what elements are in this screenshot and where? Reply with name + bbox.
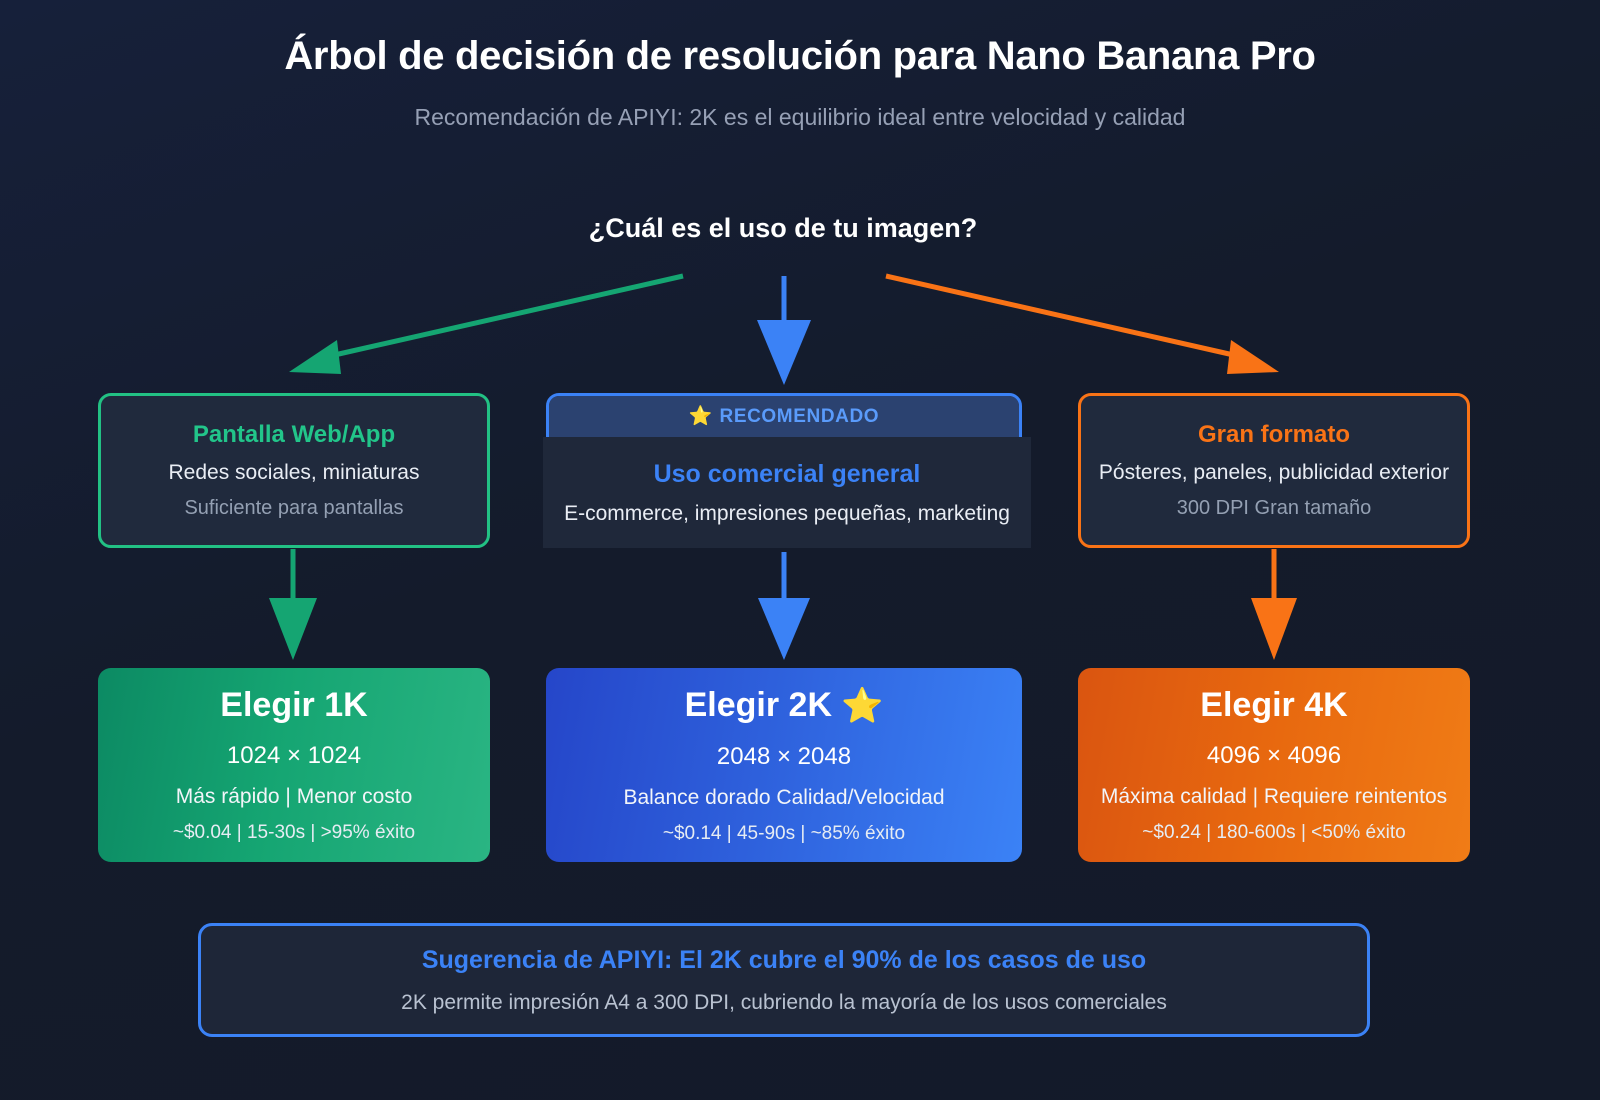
suggestion-title: Sugerencia de APIYI: El 2K cubre el 90% … [421,945,1147,974]
result-title-4k-text: Elegir 4K [1200,686,1348,724]
branch-card-web-app[interactable]: Pantalla Web/App Redes sociales, miniatu… [98,393,490,548]
page-title: Árbol de decisión de resolución para Nan… [284,34,1316,78]
result-title-4k: Elegir 4K [1200,686,1347,725]
connector-web-app-to-1k [269,549,317,660]
result-feature-4k: Máxima calidad | Requiere reintentos [1100,785,1448,808]
result-stats-2k: ~$0.14 | 45-90s | ~85% éxito [662,822,906,844]
connector-large-format-to-4k [1251,549,1297,660]
connector-commercial-to-2k [758,552,810,660]
connector-root-to-commercial [757,276,811,385]
branch-card-commercial-content: Uso comercial general E-commerce, impres… [543,437,1031,548]
result-title-2k: Elegir 2K ⭐ [685,686,884,726]
connector-root-to-large-format [885,273,1279,374]
result-feature-1k: Más rápido | Menor costo [175,785,413,808]
branch-note-large-format: 300 DPI Gran tamaño [1176,497,1372,519]
star-icon: ⭐ [841,686,884,725]
suggestion-box: Sugerencia de APIYI: El 2K cubre el 90% … [198,923,1370,1037]
branch-description-commercial: E-commerce, impresiones pequeñas, market… [564,501,1010,525]
root-node-label: ¿Cuál es el uso de tu imagen? [588,212,978,243]
branch-card-web-app-content: Pantalla Web/App Redes sociales, miniatu… [101,396,487,545]
result-stats-4k: ~$0.24 | 180-600s | <50% éxito [1142,822,1406,843]
result-box-2k[interactable]: Elegir 2K ⭐ 2048 × 2048 Balance dorado C… [546,668,1022,862]
suggestion-subtitle: 2K permite impresión A4 a 300 DPI, cubri… [401,990,1167,1014]
recommended-badge-label: RECOMENDADO [719,405,880,427]
connector-root-to-web-app [289,273,684,374]
branch-title-large-format: Gran formato [1197,421,1350,448]
result-feature-2k: Balance dorado Calidad/Velocidad [623,785,945,809]
branch-title-web-app: Pantalla Web/App [192,421,396,448]
page-subtitle: Recomendación de APIYI: 2K es el equilib… [414,104,1186,130]
result-dimensions-4k: 4096 × 4096 [1206,742,1342,769]
branch-note-web-app: Suficiente para pantallas [184,497,404,519]
result-dimensions-2k: 2048 × 2048 [716,742,852,770]
branch-card-large-format[interactable]: Gran formato Pósteres, paneles, publicid… [1078,393,1470,548]
branch-description-web-app: Redes sociales, miniaturas [168,461,420,484]
result-title-1k-text: Elegir 1K [220,686,368,724]
root-decision-node[interactable]: ¿Cuál es el uso de tu imagen? [589,182,978,274]
recommended-badge: ⭐ RECOMENDADO [549,396,1019,437]
result-box-1k[interactable]: Elegir 1K 1024 × 1024 Más rápido | Menor… [98,668,490,862]
result-box-4k[interactable]: Elegir 4K 4096 × 4096 Máxima calidad | R… [1078,668,1470,862]
branch-title-commercial: Uso comercial general [653,459,921,488]
branch-card-large-format-content: Gran formato Pósteres, paneles, publicid… [1081,396,1467,545]
result-title-1k: Elegir 1K [220,686,367,725]
branch-card-commercial[interactable]: ⭐ RECOMENDADO Uso comercial general E-co… [543,393,1031,548]
star-icon: ⭐ [688,406,713,427]
branch-description-large-format: Pósteres, paneles, publicidad exterior [1098,461,1450,484]
result-dimensions-1k: 1024 × 1024 [226,742,362,769]
result-title-2k-text: Elegir 2K [684,686,833,724]
result-stats-1k: ~$0.04 | 15-30s | >95% éxito [172,822,416,843]
